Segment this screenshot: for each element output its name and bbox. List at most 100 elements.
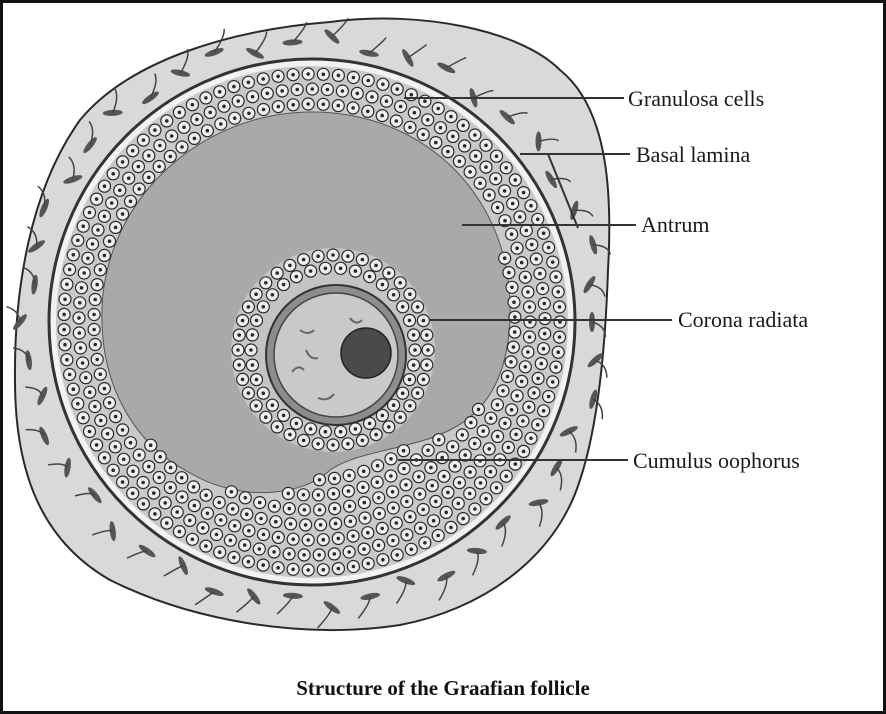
corona-cell-nucleus bbox=[374, 263, 378, 268]
theca-fiber bbox=[22, 266, 36, 285]
granulosa-cell-nucleus bbox=[204, 544, 208, 548]
granulosa-cell-nucleus bbox=[389, 457, 393, 461]
granulosa-cell-nucleus bbox=[120, 480, 125, 484]
granulosa-cell-nucleus bbox=[348, 519, 353, 524]
granulosa-cell-nucleus bbox=[182, 125, 186, 130]
theca-fiber bbox=[445, 56, 467, 69]
granulosa-cell-nucleus bbox=[436, 533, 441, 538]
granulosa-cell-nucleus bbox=[325, 87, 330, 92]
theca-fiber bbox=[551, 177, 572, 183]
theca-fiber bbox=[254, 31, 268, 54]
corona-cell-nucleus bbox=[237, 363, 241, 367]
corona-cell-nucleus bbox=[338, 266, 343, 271]
corona-cell-nucleus bbox=[275, 271, 280, 275]
granulosa-cell-nucleus bbox=[232, 84, 236, 89]
label-antrum: Antrum bbox=[641, 212, 710, 237]
theca-fiber bbox=[537, 502, 543, 527]
granulosa-cell-nucleus bbox=[405, 533, 409, 537]
granulosa-cell-nucleus bbox=[351, 564, 356, 569]
granulosa-cell-nucleus bbox=[175, 510, 179, 514]
corona-cell-nucleus bbox=[270, 293, 275, 297]
granulosa-cell-nucleus bbox=[336, 103, 341, 108]
granulosa-cell-nucleus bbox=[131, 469, 135, 474]
granulosa-cell-nucleus bbox=[245, 512, 249, 516]
granulosa-cell-nucleus bbox=[121, 457, 126, 462]
granulosa-cell-nucleus bbox=[152, 491, 156, 495]
granulosa-cell-nucleus bbox=[487, 193, 492, 197]
granulosa-cell-nucleus bbox=[177, 110, 182, 115]
granulosa-cell-nucleus bbox=[376, 496, 381, 500]
corona-cell-nucleus bbox=[275, 425, 280, 429]
granulosa-cell-nucleus bbox=[495, 402, 500, 407]
granulosa-cell-nucleus bbox=[535, 217, 540, 222]
granulosa-cell-nucleus bbox=[513, 315, 517, 319]
granulosa-cell-nucleus bbox=[76, 401, 80, 406]
granulosa-cell-nucleus bbox=[506, 445, 511, 450]
granulosa-cell-nucleus bbox=[529, 436, 533, 441]
granulosa-cell-nucleus bbox=[120, 160, 125, 164]
granulosa-cell-nucleus bbox=[421, 507, 426, 512]
granulosa-cell-nucleus bbox=[96, 228, 100, 232]
granulosa-cell-nucleus bbox=[510, 201, 515, 206]
theca-fiber bbox=[112, 87, 118, 114]
theca-fiber bbox=[74, 492, 96, 497]
granulosa-cell-nucleus bbox=[259, 516, 263, 521]
granulosa-cell-nucleus bbox=[381, 557, 385, 562]
granulosa-cell-nucleus bbox=[81, 224, 85, 228]
granulosa-cell-nucleus bbox=[336, 73, 341, 78]
granulosa-cell-nucleus bbox=[321, 72, 326, 77]
granulosa-cell-nucleus bbox=[332, 552, 337, 556]
granulosa-cell-nucleus bbox=[105, 432, 110, 436]
granulosa-cell-nucleus bbox=[291, 72, 295, 77]
granulosa-cell-nucleus bbox=[462, 144, 467, 148]
corona-cell-nucleus bbox=[411, 333, 416, 337]
granulosa-cell-nucleus bbox=[412, 110, 417, 115]
granulosa-cell-nucleus bbox=[519, 260, 524, 265]
granulosa-cell-nucleus bbox=[128, 199, 133, 204]
granulosa-cell-nucleus bbox=[113, 445, 118, 449]
granulosa-cell-nucleus bbox=[192, 136, 197, 141]
granulosa-cell-nucleus bbox=[71, 387, 76, 392]
granulosa-cell-nucleus bbox=[423, 99, 427, 103]
granulosa-cell-nucleus bbox=[377, 511, 382, 516]
granulosa-cell-nucleus bbox=[87, 429, 92, 434]
label-granulosa-cells: Granulosa cells bbox=[628, 86, 765, 111]
granulosa-cell-nucleus bbox=[557, 335, 562, 339]
granulosa-cell-nucleus bbox=[362, 547, 366, 551]
granulosa-cell-nucleus bbox=[276, 535, 281, 540]
granulosa-cell-nucleus bbox=[79, 286, 84, 290]
granulosa-cell-nucleus bbox=[272, 504, 277, 509]
corona-cell-nucleus bbox=[391, 403, 396, 408]
granulosa-cell-nucleus bbox=[232, 116, 237, 120]
granulosa-cell-nucleus bbox=[321, 537, 326, 542]
granulosa-cell-nucleus bbox=[478, 181, 482, 185]
granulosa-cell-nucleus bbox=[230, 507, 235, 511]
granulosa-cell-nucleus bbox=[291, 537, 296, 541]
granulosa-cell-nucleus bbox=[65, 282, 69, 287]
theca-fiber bbox=[592, 398, 604, 420]
granulosa-cell-nucleus bbox=[201, 526, 205, 530]
granulosa-cell-nucleus bbox=[141, 480, 145, 485]
granulosa-cell-nucleus bbox=[109, 201, 114, 205]
granulosa-cell-nucleus bbox=[554, 365, 558, 369]
granulosa-cell-nucleus bbox=[332, 476, 337, 481]
granulosa-cell-nucleus bbox=[487, 447, 492, 451]
granulosa-cell-nucleus bbox=[136, 164, 141, 169]
granulosa-cell-nucleus bbox=[113, 414, 118, 419]
granulosa-cell-nucleus bbox=[503, 218, 507, 223]
corona-cell-nucleus bbox=[415, 305, 420, 309]
granulosa-cell-nucleus bbox=[148, 443, 153, 448]
granulosa-cell-nucleus bbox=[126, 176, 131, 180]
granulosa-cell-nucleus bbox=[274, 519, 278, 524]
granulosa-cell-nucleus bbox=[511, 345, 516, 349]
granulosa-cell-nucleus bbox=[102, 253, 107, 258]
granulosa-cell-nucleus bbox=[521, 190, 526, 195]
theca-fiber bbox=[37, 185, 46, 209]
corona-cell-nucleus bbox=[249, 348, 253, 352]
theca-fiber bbox=[88, 120, 94, 146]
granulosa-cell-nucleus bbox=[261, 532, 266, 537]
granulosa-cell-nucleus bbox=[153, 512, 157, 516]
corona-cell-nucleus bbox=[246, 305, 251, 309]
granulosa-cell-nucleus bbox=[86, 256, 90, 261]
granulosa-cell-nucleus bbox=[476, 407, 481, 412]
